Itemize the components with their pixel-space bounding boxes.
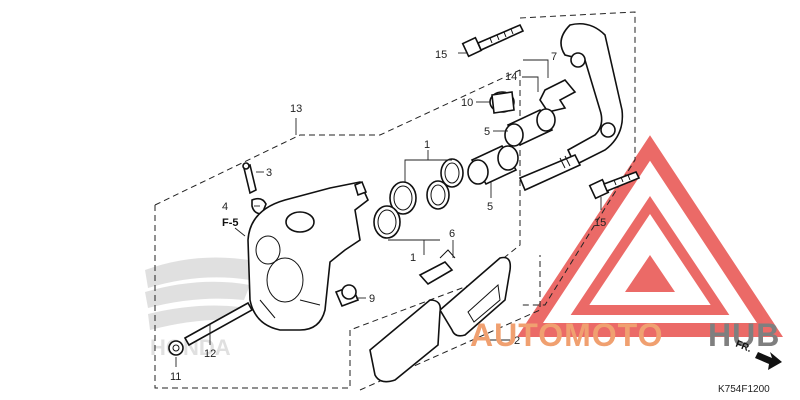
watermark-brand-right: HUB (708, 317, 780, 353)
bracket-assembly-boundary (519, 11, 636, 306)
pin-bolt-9 (334, 284, 360, 308)
watermark-triangle-icon (517, 135, 783, 337)
bleed-valve (242, 162, 257, 195)
callout-11: 11 (170, 371, 181, 383)
callout-12: 12 (204, 348, 216, 360)
callout-13: 13 (290, 103, 302, 115)
boot-10 (489, 91, 515, 114)
pad-set-boundary (359, 255, 541, 391)
callout-5-upper: 5 (484, 126, 490, 138)
front-arrow-icon (755, 352, 782, 370)
reference-label: F-5 (222, 217, 239, 229)
piston-seal-set (373, 158, 464, 239)
callout-15-top: 15 (435, 49, 447, 61)
callout-10: 10 (461, 97, 473, 109)
bolt-15-bottom (588, 170, 641, 200)
bolt-15-top (461, 23, 525, 58)
callout-9: 9 (369, 293, 375, 305)
callout-1-lower: 1 (410, 252, 416, 264)
callout-6: 6 (449, 228, 455, 240)
callout-4: 4 (222, 201, 228, 213)
callout-7: 7 (551, 51, 557, 63)
piston-upper (504, 108, 556, 147)
drawing-code: K754F1200 (718, 384, 770, 395)
callout-3: 3 (266, 167, 272, 179)
pin-plug (168, 340, 184, 356)
piston-lower (467, 144, 519, 186)
pad-pin (183, 301, 254, 347)
callout-labels: 15 7 14 10 5 13 1 3 5 4 F-5 15 6 1 9 2 1… (170, 49, 606, 383)
caliper-body (247, 180, 369, 331)
callout-14: 14 (505, 71, 517, 83)
pad-retainer (418, 249, 456, 286)
caliper-assembly-boundary (154, 69, 521, 389)
brake-pad-outer (438, 256, 512, 337)
caliper-bracket (518, 22, 624, 192)
leader-lines (175, 52, 602, 367)
brake-pad-inner (369, 299, 442, 383)
callout-2: 2 (514, 335, 520, 347)
callout-1-upper: 1 (424, 139, 430, 151)
watermark-brand-left: AUTOMOTO (470, 317, 663, 353)
pad-spring (539, 79, 577, 113)
callout-5-lower: 5 (487, 201, 493, 213)
callout-15-bottom: 15 (594, 217, 606, 229)
